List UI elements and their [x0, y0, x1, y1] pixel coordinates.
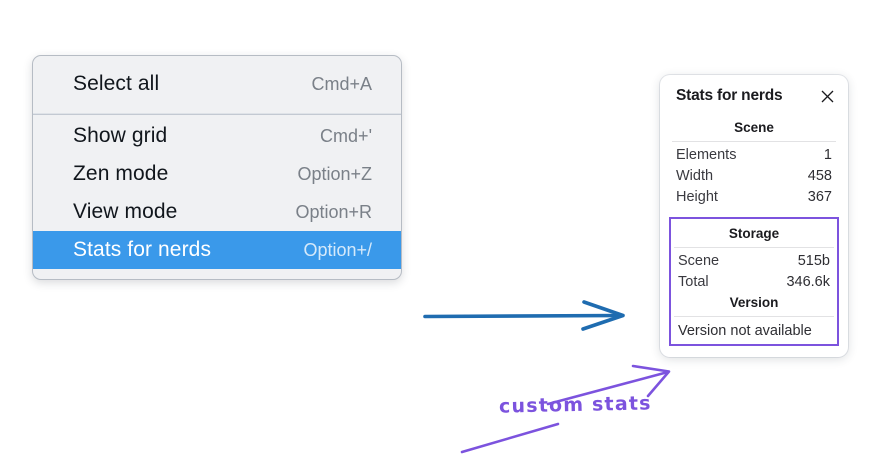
menu-item-shortcut: Option+/ — [303, 239, 372, 260]
menu-item-label: Show grid — [73, 124, 168, 147]
divider — [672, 141, 836, 142]
stats-row-key: Height — [676, 189, 718, 205]
menu-section-selection: Select all Cmd+A — [33, 56, 401, 113]
close-icon[interactable] — [819, 88, 836, 105]
blue-pointer-arrow — [423, 300, 625, 331]
stats-row-value: 1 — [823, 147, 832, 163]
purple-underline-stroke — [460, 422, 560, 454]
stats-panel-header: Stats for nerds — [670, 87, 838, 105]
divider — [674, 316, 834, 317]
stats-group-storage: Storage Scene 515b Total 346.6k — [672, 224, 836, 293]
menu-item-label: View mode — [73, 200, 178, 223]
stats-row-value: 346.6k — [786, 274, 830, 290]
menu-item-label: Select all — [73, 72, 160, 95]
menu-item-shortcut: Cmd+' — [320, 125, 372, 146]
stats-row: Elements 1 — [670, 145, 838, 166]
stats-group-scene: Scene Elements 1 Width 458 Height 367 — [670, 119, 838, 208]
menu-item-show-grid[interactable]: Show grid Cmd+' — [33, 117, 401, 155]
menu-item-select-all[interactable]: Select all Cmd+A — [33, 65, 401, 103]
stats-row-key: Scene — [678, 253, 720, 269]
stats-row: Height 367 — [670, 187, 838, 208]
stats-row-key: Width — [676, 168, 714, 184]
stats-group-heading: Scene — [734, 120, 774, 135]
menu-item-stats-for-nerds[interactable]: Stats for nerds Option+/ — [33, 231, 401, 269]
stats-row-value: 458 — [807, 168, 832, 184]
stats-group-heading: Version — [729, 295, 779, 310]
stats-row-value: 367 — [807, 189, 832, 205]
stats-panel-title: Stats for nerds — [676, 87, 783, 104]
menu-item-label: Zen mode — [73, 162, 169, 185]
menu-divider — [33, 113, 401, 115]
custom-stats-annotation-label: custom stats — [498, 392, 652, 418]
menu-section-view: Show grid Cmd+' Zen mode Option+Z View m… — [33, 115, 401, 279]
menu-item-view-mode[interactable]: View mode Option+R — [33, 193, 401, 231]
canvas-context-menu[interactable]: Select all Cmd+A Show grid Cmd+' Zen mod… — [32, 55, 402, 280]
version-value: Version not available — [678, 323, 812, 339]
stats-group-heading: Storage — [728, 226, 780, 241]
stats-row-key: Elements — [676, 147, 737, 163]
menu-item-label: Stats for nerds — [73, 238, 212, 261]
stats-for-nerds-panel: Stats for nerds Scene Elements 1 Width 4… — [660, 75, 848, 357]
stats-row-key: Total — [678, 274, 709, 290]
menu-item-shortcut: Option+Z — [297, 163, 372, 184]
stats-row: Width 458 — [670, 166, 838, 187]
menu-item-zen-mode[interactable]: Zen mode Option+Z — [33, 155, 401, 193]
stats-row: Total 346.6k — [672, 272, 836, 293]
stats-row: Scene 515b — [672, 251, 836, 272]
custom-stats-highlight-box: Storage Scene 515b Total 346.6k Version … — [669, 217, 839, 346]
divider — [674, 247, 834, 248]
stats-group-version: Version Version not available — [672, 293, 836, 340]
menu-item-shortcut: Option+R — [295, 201, 372, 222]
stats-row-value: 515b — [797, 253, 830, 269]
menu-item-shortcut: Cmd+A — [311, 73, 372, 94]
